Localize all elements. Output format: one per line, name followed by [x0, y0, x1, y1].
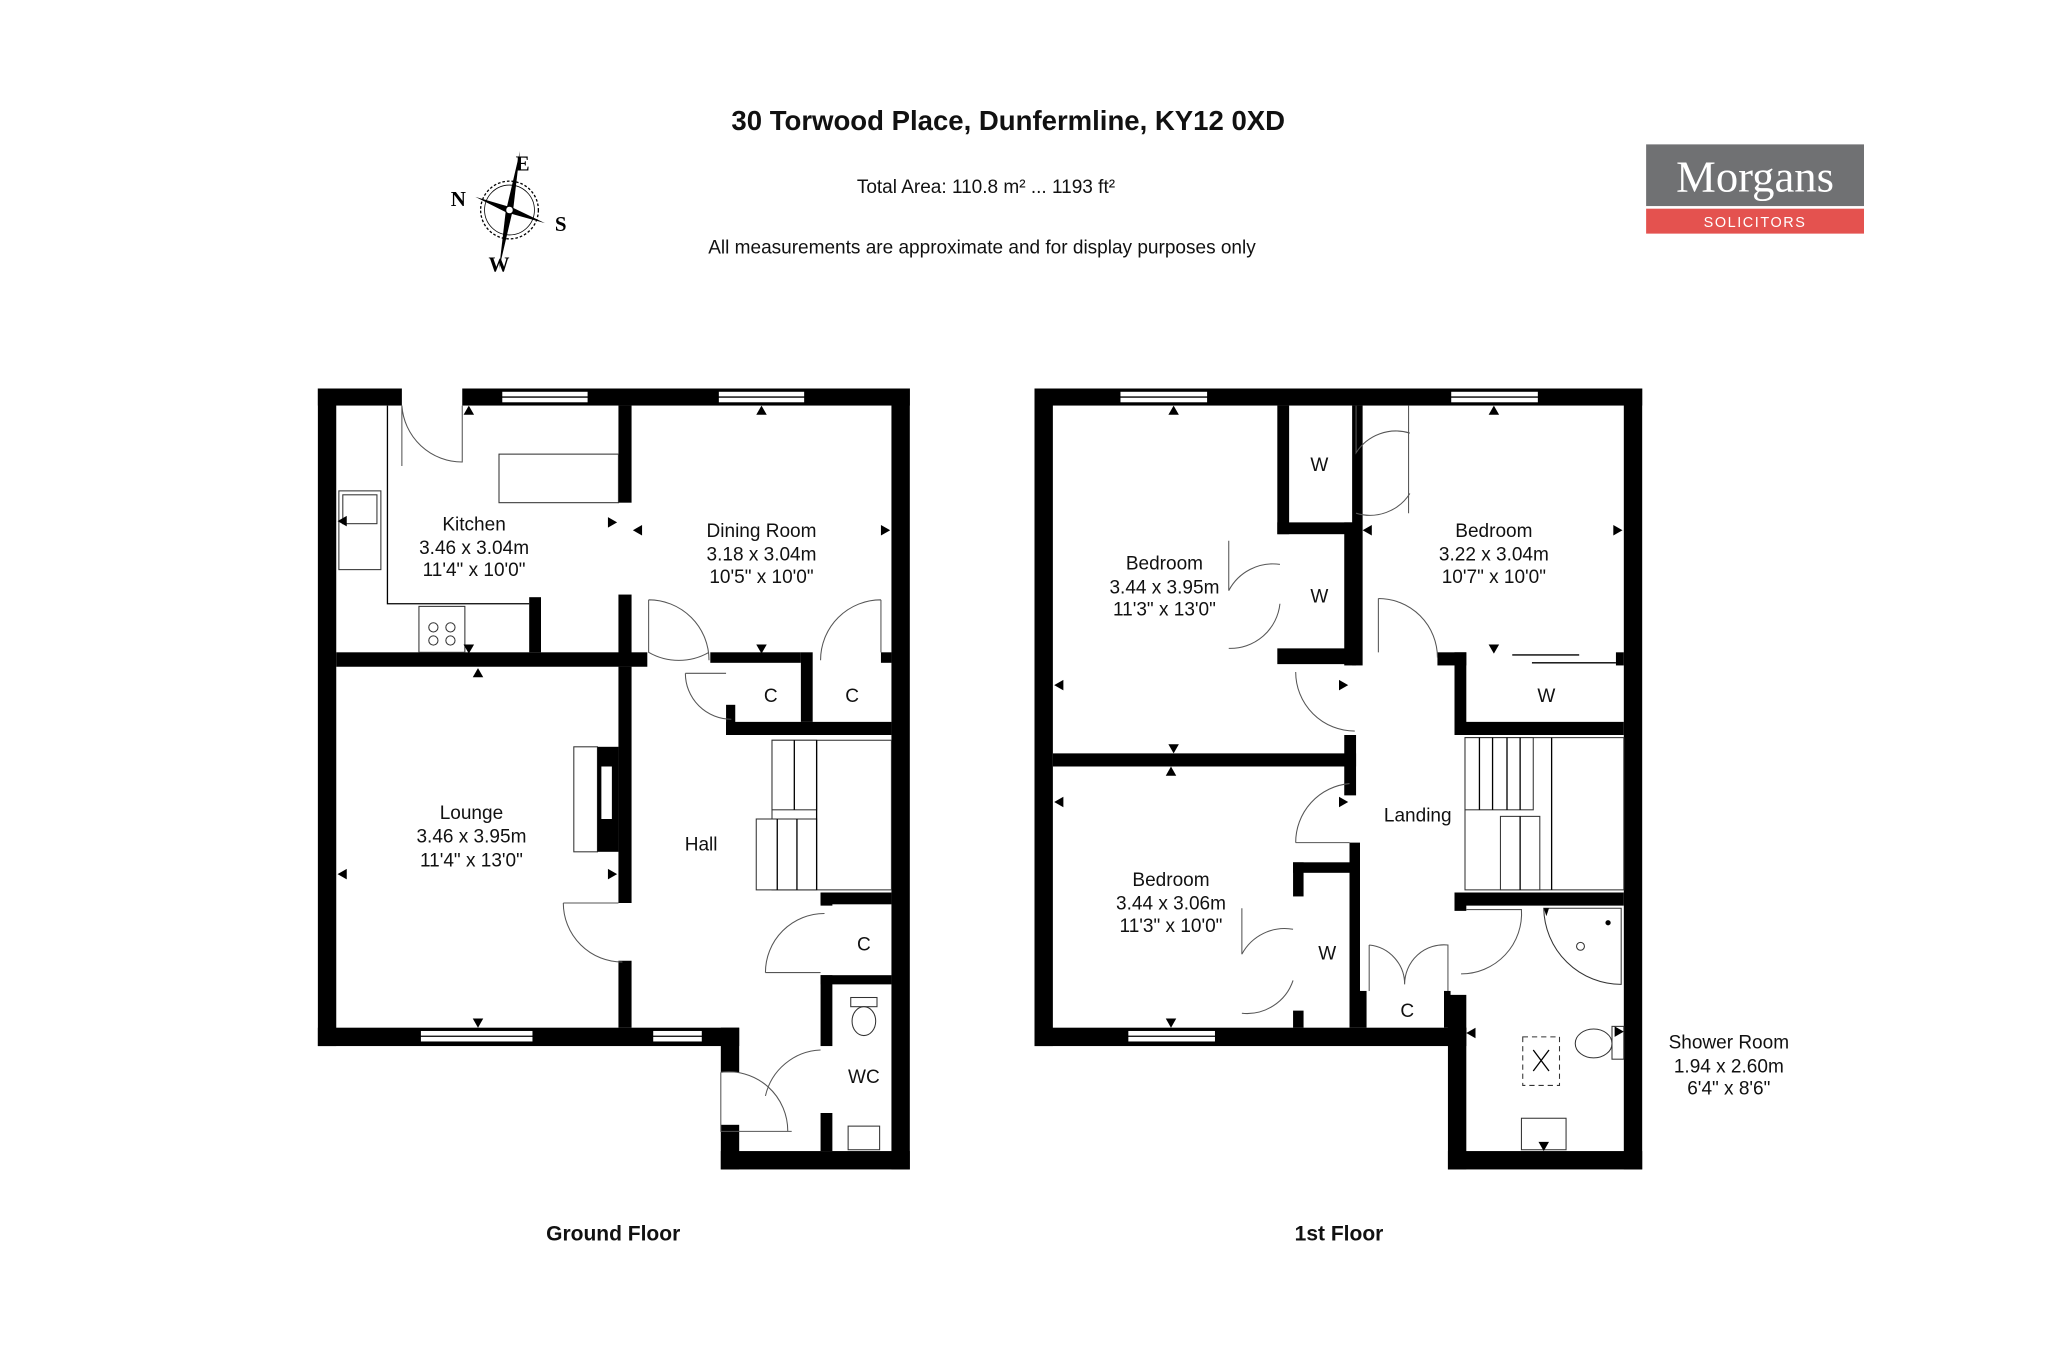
- room-metric-lounge: 3.46 x 3.95m: [416, 827, 526, 848]
- svg-text:W: W: [489, 253, 510, 277]
- room-imperial-lounge: 11'4" x 13'0": [420, 850, 523, 871]
- room-imperial-kitchen: 11'4" x 10'0": [423, 560, 526, 581]
- ground-floor-plan: Kitchen 3.46 x 3.04m 11'4" x 10'0" Dinin…: [317, 388, 910, 1245]
- room-name-dining: Dining Room: [707, 521, 817, 542]
- room-metric-bedroom-2: 3.22 x 3.04m: [1439, 544, 1549, 565]
- ground-floor-label: Ground Floor: [546, 1222, 680, 1245]
- room-metric-bedroom-1: 3.44 x 3.95m: [1109, 577, 1219, 598]
- cupboard-label: C: [857, 934, 871, 955]
- room-imperial-dining: 10'5" x 10'0": [709, 567, 813, 588]
- first-floor-plan: Bedroom 3.44 x 3.95m 11'3" x 13'0" Bedro…: [1034, 388, 1789, 1245]
- svg-text:S: S: [555, 212, 567, 236]
- wardrobe-label: W: [1537, 686, 1555, 707]
- wardrobe-label: W: [1318, 943, 1336, 964]
- morgans-logo: Morgans SOLICITORS: [1646, 144, 1864, 234]
- svg-text:Morgans: Morgans: [1676, 152, 1834, 202]
- room-name-shower: Shower Room: [1669, 1033, 1789, 1054]
- total-area: Total Area: 110.8 m² ... 1193 ft²: [857, 177, 1115, 198]
- room-name-landing: Landing: [1384, 806, 1452, 827]
- room-name-lounge: Lounge: [440, 803, 503, 824]
- cupboard-label: C: [764, 686, 778, 707]
- room-metric-kitchen: 3.46 x 3.04m: [419, 538, 529, 559]
- svg-text:N: N: [451, 187, 466, 211]
- room-name-hall: Hall: [685, 835, 718, 856]
- room-name-bedroom-2: Bedroom: [1455, 521, 1532, 542]
- property-title: 30 Torwood Place, Dunfermline, KY12 0XD: [731, 105, 1285, 136]
- wardrobe-label: W: [1310, 586, 1328, 607]
- disclaimer: All measurements are approximate and for…: [708, 237, 1256, 258]
- first-floor-label: 1st Floor: [1295, 1222, 1384, 1245]
- room-name-kitchen: Kitchen: [442, 514, 505, 535]
- room-name-wc: WC: [848, 1067, 880, 1088]
- room-metric-shower: 1.94 x 2.60m: [1674, 1056, 1784, 1077]
- svg-text:SOLICITORS: SOLICITORS: [1704, 215, 1807, 231]
- room-name-bedroom-3: Bedroom: [1132, 870, 1209, 891]
- room-imperial-bedroom-1: 11'3" x 13'0": [1113, 600, 1216, 621]
- room-metric-bedroom-3: 3.44 x 3.06m: [1116, 894, 1226, 915]
- compass-icon: E N S W: [451, 150, 567, 277]
- room-metric-dining: 3.18 x 3.04m: [707, 544, 817, 565]
- cupboard-label: C: [1400, 1001, 1414, 1022]
- room-name-bedroom-1: Bedroom: [1126, 554, 1203, 575]
- cupboard-label: C: [845, 686, 859, 707]
- svg-text:E: E: [516, 152, 530, 176]
- wardrobe-label: W: [1310, 455, 1328, 476]
- room-imperial-bedroom-3: 11'3" x 10'0": [1120, 916, 1223, 937]
- room-imperial-shower: 6'4" x 8'6": [1687, 1079, 1770, 1100]
- room-imperial-bedroom-2: 10'7" x 10'0": [1442, 567, 1546, 588]
